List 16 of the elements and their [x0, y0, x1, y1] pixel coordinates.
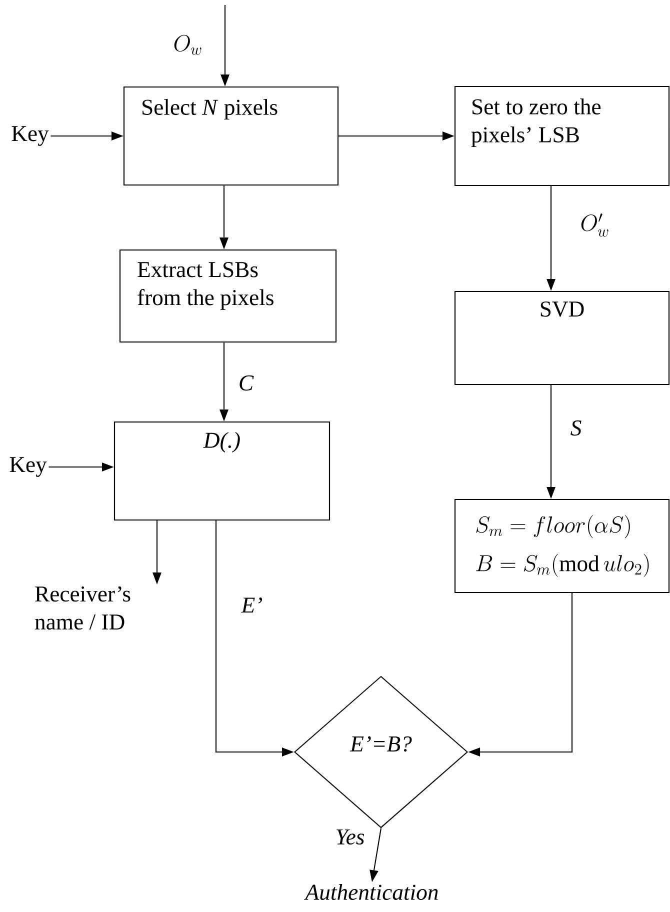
edge-label: $O_w$	[172, 34, 204, 56]
edge-label: $O_w'$	[578, 212, 612, 238]
output-label: Authentication	[304, 884, 438, 900]
process-box: Extract LSBs from the pixels	[119, 249, 337, 343]
input-label: Key	[10, 457, 47, 477]
process-box: SVD	[454, 290, 670, 386]
process-box: D(.)	[114, 421, 330, 521]
input-label: Key	[12, 126, 49, 146]
edge-label: S	[569, 419, 583, 437]
edge-label: Yes	[334, 828, 366, 846]
edge-label: C	[237, 374, 255, 392]
output-label: Receiver’s name / ID	[35, 586, 130, 630]
process-box: Select N pixels	[123, 86, 339, 186]
process-box: Set to zero the pixels’ LSB	[454, 86, 670, 186]
edge-label: E’	[240, 596, 264, 614]
formula-box: $S_m = floor(\alpha S)$ $B = S_m(\mathrm{mod}\,ulo_2)$	[454, 498, 670, 594]
